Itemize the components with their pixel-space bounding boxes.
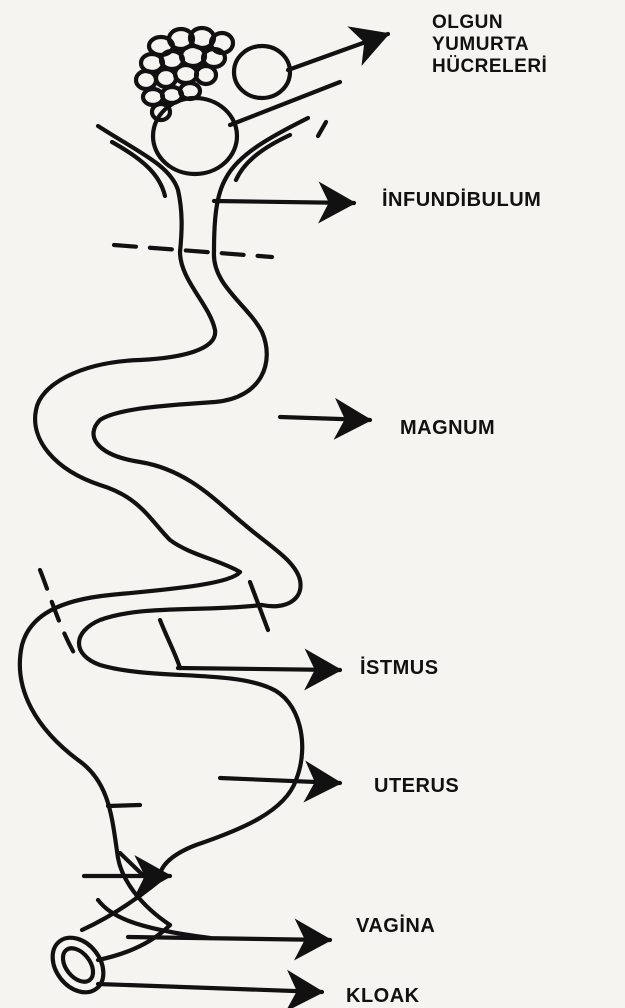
vagina-arrow [128,937,330,940]
infundibulum-boundary-dashes [114,245,272,257]
infundibulum-arrow [214,201,354,203]
label-uterus: UTERUS [374,776,459,796]
label-istmus: İSTMUS [360,658,439,678]
label-infundibulum: İNFUNDİBULUM [382,190,541,210]
kloak-arrow [98,984,322,992]
infundibulum-funnel [98,118,326,252]
oviduct-tube-isthmus [20,570,302,925]
label-olgun-yumurta-hucreleri: OLGUN YUMURTA HÜCRELERİ [432,12,547,78]
label-kloak: KLOAK [346,986,420,1006]
uterus-tick [108,805,140,806]
istmus-arrow [178,668,340,670]
label-magnum: MAGNUM [400,418,495,438]
uterus-arrow [220,778,340,783]
magnum-arrow [280,417,370,420]
oviduct-tube-upper [35,252,300,606]
ovary-follicles [136,28,290,174]
label-vagina: VAGİNA [356,916,435,936]
